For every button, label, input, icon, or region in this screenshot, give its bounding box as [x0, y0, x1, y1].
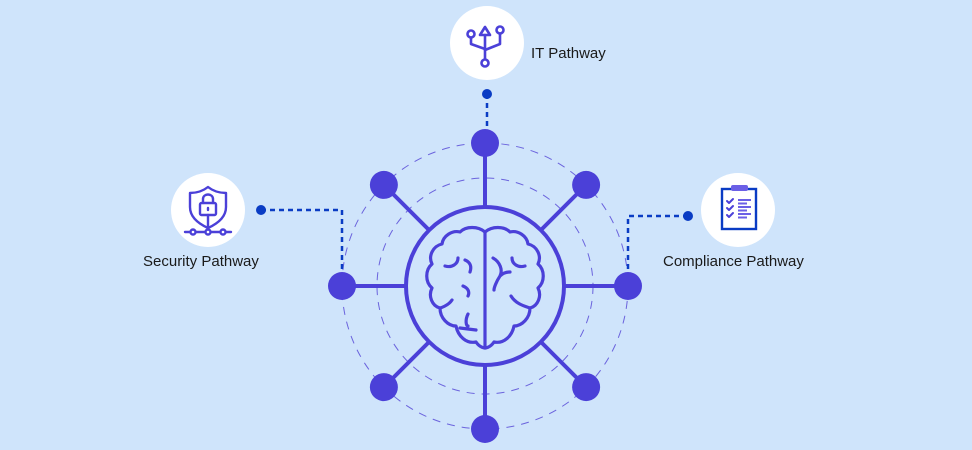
clipboard-checklist-icon	[720, 185, 758, 231]
security-pathway-label: Security Pathway	[143, 253, 259, 270]
usb-fork-icon	[466, 25, 505, 68]
compliance-pathway-badge[interactable]	[701, 173, 775, 247]
compliance-connector-line	[626, 214, 688, 272]
spokes	[328, 129, 642, 443]
it-connector-dot	[482, 89, 492, 99]
spoke-node	[471, 415, 499, 443]
spoke-node	[572, 373, 601, 402]
connectors	[261, 94, 688, 272]
it-pathway-label: IT Pathway	[531, 45, 606, 62]
spoke-node	[471, 129, 499, 157]
security-connector-dot	[256, 205, 266, 215]
spoke-node	[369, 373, 398, 402]
compliance-connector-dot	[683, 211, 693, 221]
compliance-pathway-label: Compliance Pathway	[663, 253, 804, 270]
security-pathway-badge[interactable]	[171, 173, 245, 247]
brain-icon	[425, 225, 545, 350]
spoke-node	[369, 170, 398, 199]
spoke-node	[328, 272, 356, 300]
spoke-node	[572, 170, 601, 199]
it-pathway-badge[interactable]	[450, 6, 524, 80]
security-connector-line	[261, 208, 344, 272]
spoke-node	[614, 272, 642, 300]
shield-lock-network-icon	[183, 185, 233, 236]
